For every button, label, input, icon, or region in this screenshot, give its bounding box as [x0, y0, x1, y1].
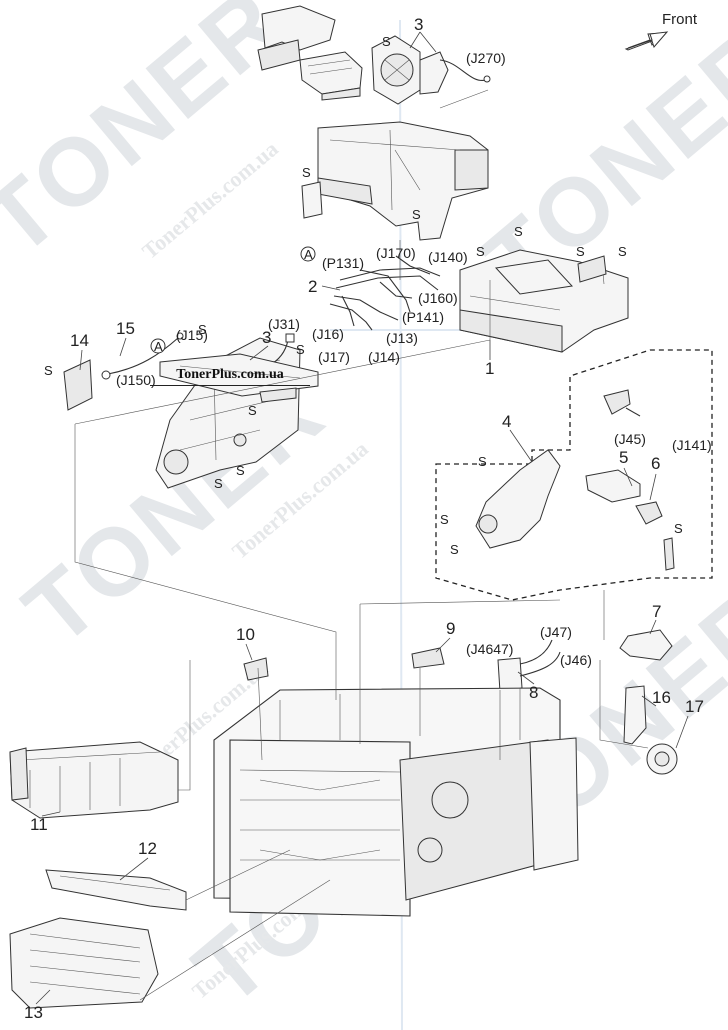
callout-13: 13 [24, 1003, 43, 1022]
callout-4: 4 [502, 412, 511, 431]
cable-harness [329, 255, 441, 331]
callout-10: 10 [236, 625, 255, 644]
connector-j47: (J47) [540, 624, 572, 640]
callout-3-mid: 3 [262, 328, 271, 347]
screw-label: S [576, 244, 585, 259]
connector-p131: (P131) [322, 255, 364, 271]
connector-j170: (J170) [376, 245, 416, 261]
screw-label: S [674, 521, 683, 536]
screw-label: S [514, 224, 523, 239]
duct-cover-parts [257, 5, 363, 101]
callout-2: 2 [308, 277, 317, 296]
brand-label: TonerPlus.com.ua [176, 367, 284, 382]
callout-7: 7 [652, 602, 661, 621]
front-arrow: Front [624, 11, 698, 51]
connector-j17: (J17) [318, 349, 350, 365]
callout-5: 5 [619, 448, 628, 467]
rear-cover [9, 917, 159, 1009]
screw-label: S [44, 363, 53, 378]
callout-3-top: 3 [414, 15, 423, 34]
transfer-guide [45, 869, 187, 911]
connector-j31: (J31) [268, 316, 300, 332]
screw-label: S [198, 322, 207, 337]
connector-labels: (J270) (P131) (J170) (J140) (J160) (P141… [116, 50, 712, 668]
sub-assembly-box [435, 349, 713, 601]
connector-j270: (J270) [466, 50, 506, 66]
callout-16: 16 [652, 688, 671, 707]
main-frame [213, 687, 579, 917]
screw-label: S [248, 403, 257, 418]
connector-j16: (J16) [312, 326, 344, 342]
screw-label: S [450, 542, 459, 557]
callout-12: 12 [138, 839, 157, 858]
connector-j45: (J45) [614, 431, 646, 447]
callout-8: 8 [529, 683, 538, 702]
screw-labels: S S S S S S S S S S S S S S S S S [44, 34, 683, 557]
callouts: 3 2 1 14 15 3 4 5 6 7 9 10 8 16 17 11 12… [24, 15, 704, 1022]
connector-j141: (J141) [672, 437, 712, 453]
callout-11: 11 [30, 815, 48, 834]
reference-mark-lower: A [154, 339, 163, 354]
screw-label: S [214, 476, 223, 491]
screw-label: S [618, 244, 627, 259]
callout-1: 1 [485, 359, 494, 378]
front-label: Front [662, 11, 698, 28]
screw-label: S [382, 34, 391, 49]
brand-underline [150, 385, 310, 386]
reference-mark-upper: A [304, 247, 313, 262]
callout-9: 9 [446, 619, 455, 638]
connector-j150: (J150) [116, 372, 156, 388]
connector-j14: (J14) [368, 349, 400, 365]
connector-p141: (P141) [402, 309, 444, 325]
small-parts [243, 629, 678, 775]
screw-label: S [236, 463, 245, 478]
screw-label: S [476, 244, 485, 259]
leader-lines [35, 31, 689, 1005]
fuser-unit [9, 741, 179, 819]
top-cover-assembly [459, 249, 629, 353]
fan-assembly [371, 35, 491, 105]
screw-label: S [440, 512, 449, 527]
screw-label: S [412, 207, 421, 222]
connector-j140: (J140) [428, 249, 468, 265]
screw-label: S [478, 454, 487, 469]
callout-6: 6 [651, 454, 660, 473]
callout-14: 14 [70, 331, 89, 350]
callout-17: 17 [685, 697, 704, 716]
connector-j13: (J13) [386, 330, 418, 346]
connector-j46: (J46) [560, 652, 592, 668]
screw-label: S [296, 342, 305, 357]
upper-duct [301, 121, 489, 241]
connector-j4647: (J4647) [466, 641, 513, 657]
connector-j160: (J160) [418, 290, 458, 306]
guide-lines [74, 89, 649, 1001]
callout-15: 15 [116, 319, 135, 338]
reference-marks: A A [150, 246, 316, 354]
screw-label: S [302, 165, 311, 180]
connector-j15: (J15) [176, 327, 208, 343]
